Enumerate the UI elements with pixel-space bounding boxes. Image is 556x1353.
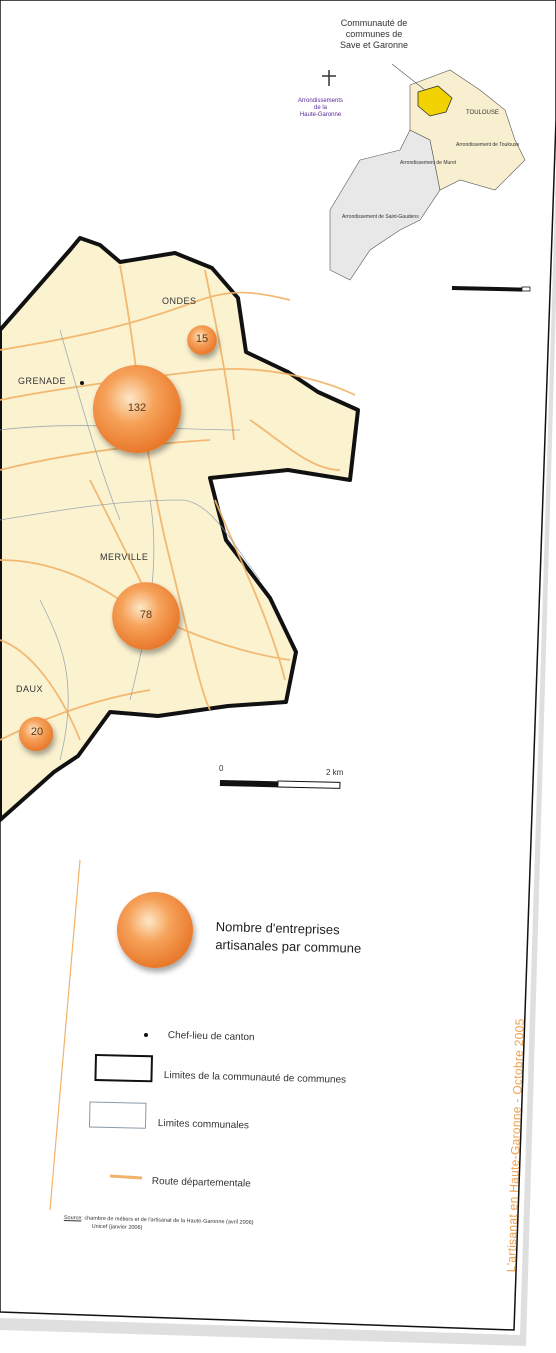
scale-end-label: 2 km bbox=[326, 768, 344, 777]
inset-title: Communauté de communes de Save et Garonn… bbox=[340, 18, 409, 50]
source-label: Source bbox=[63, 1214, 82, 1222]
legend-road-line bbox=[109, 1174, 143, 1180]
commune-label-daux: DAUX bbox=[16, 684, 44, 694]
inset-highlight bbox=[417, 85, 453, 117]
inset-arrondissements-label: Arrondissements de la Haute-Garonne bbox=[298, 98, 344, 118]
legend-bubble bbox=[117, 892, 193, 968]
commune-label-grenade: GRENADE bbox=[18, 376, 67, 386]
inset-toulouse-label: TOULOUSE bbox=[466, 110, 499, 116]
commune-label-merville: MERVILLE bbox=[100, 552, 149, 562]
legend-limite-communes-text: Limites communales bbox=[157, 1118, 250, 1132]
bubbles-layer bbox=[18, 325, 217, 752]
legend-commune-box bbox=[88, 1101, 147, 1129]
legend-graphics bbox=[49, 859, 193, 1211]
inset-region-other bbox=[329, 129, 441, 281]
inset-map bbox=[322, 63, 531, 292]
bubble-grenade bbox=[93, 365, 181, 453]
inset-saint-gaudens-label: Arrondissement de Saint-Gaudens bbox=[342, 214, 419, 220]
inset-right-area-label: Arrondissement de Toulouse bbox=[456, 142, 520, 148]
communaute-boundary bbox=[0, 236, 360, 822]
bubble-daux bbox=[18, 716, 54, 752]
bubble-value-daux: 20 bbox=[30, 726, 44, 738]
bubble-value-merville: 78 bbox=[139, 609, 153, 621]
chef-lieu-grenade bbox=[80, 381, 84, 385]
scale-start-label: 0 bbox=[219, 764, 224, 773]
commune-label-ondes: ONDES bbox=[162, 296, 197, 306]
scale-bar bbox=[219, 780, 341, 789]
legend-chef-lieu-dot bbox=[144, 1033, 148, 1037]
legend-bubble-title: Nombre d'entreprises artisanales par com… bbox=[215, 918, 362, 956]
bubble-value-grenade: 132 bbox=[127, 402, 147, 414]
bubble-ondes bbox=[187, 325, 217, 355]
inset-muret-label: Arrondissement de Muret bbox=[400, 160, 457, 166]
bubble-merville bbox=[112, 582, 180, 650]
bubble-value-ondes: 15 bbox=[195, 333, 209, 345]
legend-chef-lieu-text: Chef-lieu de canton bbox=[167, 1030, 255, 1044]
legend-cc-box bbox=[94, 1053, 154, 1083]
